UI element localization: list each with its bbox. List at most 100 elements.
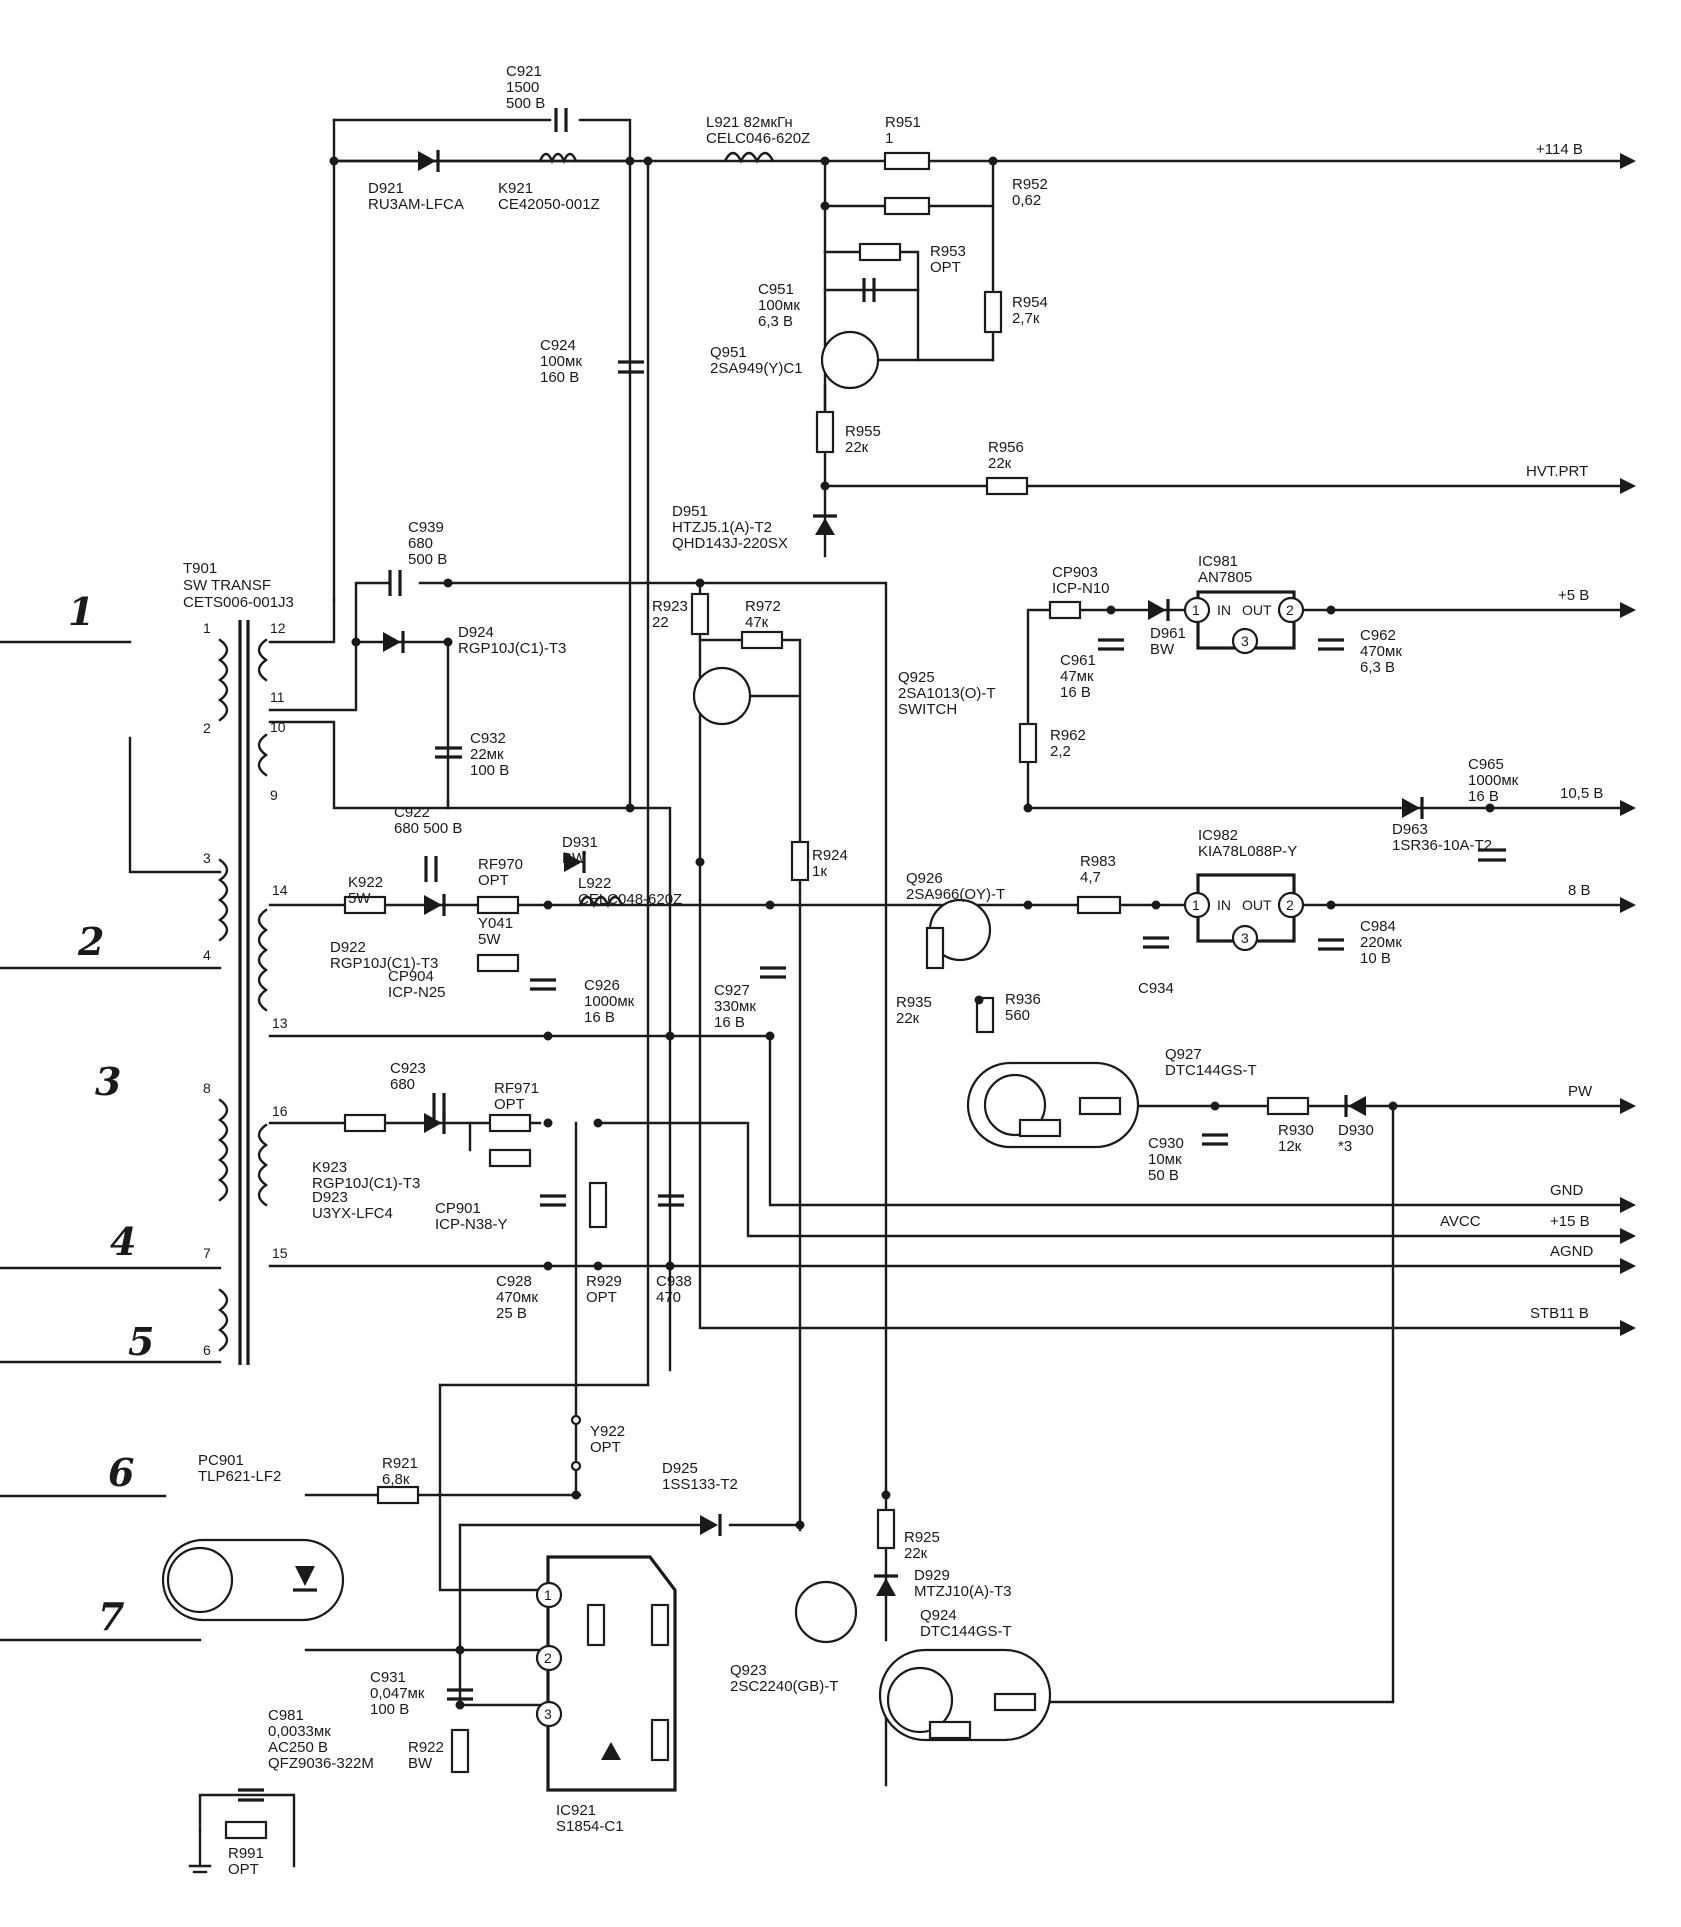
transformer-pin: 6 [203, 1342, 211, 1358]
label-r951-line: R951 [885, 114, 921, 131]
label-q951-line: 2SA949(Y)C1 [710, 360, 803, 377]
label-cp904-line: ICP-N25 [388, 984, 446, 1001]
label-d963-line: 1SR36-10A-T2 [1392, 837, 1492, 854]
net-label-15v: +15 В [1550, 1213, 1590, 1230]
net-label-stb: STB11 В [1530, 1305, 1589, 1322]
label-k921-line: CE42050-001Z [498, 196, 600, 213]
transformer-pin: 15 [272, 1245, 288, 1261]
net-label-avcc: AVCC [1440, 1213, 1481, 1230]
label-c939-line: 500 В [408, 551, 447, 568]
connector-number-1: 1 [68, 589, 94, 634]
label-r962-line: R962 [1050, 727, 1086, 744]
connector-number-3: 3 [95, 1059, 121, 1104]
label-q951-line: Q951 [710, 344, 747, 361]
label-r936-line: R936 [1005, 991, 1041, 1008]
label-c984-line: 220мк [1360, 934, 1402, 951]
ic-pins [535, 596, 1305, 1728]
connector-number-6: 6 [108, 1450, 134, 1495]
label-c921-line: 500 В [506, 95, 545, 112]
label-c926-line: 16 В [584, 1009, 615, 1026]
label-c930-line: 10мк [1148, 1151, 1182, 1168]
label-q925-line: Q925 [898, 669, 935, 686]
label-r924-line: 1к [812, 863, 827, 880]
label-r921-line: 6,8к [382, 1471, 410, 1488]
label-r954-line: 2,7к [1012, 310, 1040, 327]
label-rf970-line: OPT [478, 872, 509, 889]
label-c951-line: 6,3 В [758, 313, 793, 330]
label-c932-line: C932 [470, 730, 506, 747]
label-r923-line: 22 [652, 614, 669, 631]
label-y041-line: 5W [478, 931, 501, 948]
label-c927-line: 16 В [714, 1014, 745, 1031]
label-c930-line: C930 [1148, 1135, 1184, 1152]
label-c923-line: C923 [390, 1060, 426, 1077]
ic982-pin-3: 3 [1241, 930, 1249, 946]
label-d922-line: D922 [330, 939, 366, 956]
label-c984-line: 10 В [1360, 950, 1391, 967]
label-c939-line: 680 [408, 535, 433, 552]
transformer-part: CETS006-001J3 [183, 594, 294, 611]
label-d921-line: RU3AM-LFCA [368, 196, 464, 213]
label-c927-line: 330мк [714, 998, 756, 1015]
label-r962-line: 2,2 [1050, 743, 1071, 760]
ic981-pin-1: 1 [1192, 602, 1200, 618]
ic921-pin-1: 1 [544, 1587, 552, 1603]
label-c961-line: C961 [1060, 652, 1096, 669]
junctions [329, 156, 1495, 1710]
label-c962-line: 470мк [1360, 643, 1402, 660]
label-r925-line: R925 [904, 1529, 940, 1546]
label-k923-line: RGP10J(C1)-T3 [312, 1175, 420, 1192]
label-ic981-line: IC981 [1198, 553, 1238, 570]
transformer-t901 [217, 620, 269, 1365]
label-c922-line: 680 500 В [394, 820, 462, 837]
transformer-pin: 14 [272, 882, 288, 898]
label-c931-line: 0,047мк [370, 1685, 425, 1702]
ic921-pin-2: 2 [544, 1650, 552, 1666]
label-r956-line: R956 [988, 439, 1024, 456]
label-c981-line: AC250 В [268, 1739, 328, 1756]
label-c965-line: C965 [1468, 756, 1504, 773]
label-d924-line: RGP10J(C1)-T3 [458, 640, 566, 657]
label-k923-line: K923 [312, 1159, 347, 1176]
connector-number-4: 4 [110, 1219, 136, 1264]
label-y922-line: Y922 [590, 1423, 625, 1440]
label-d925-line: 1SS133-T2 [662, 1476, 738, 1493]
label-c981-line: C981 [268, 1707, 304, 1724]
label-c924-line: C924 [540, 337, 576, 354]
label-r925-line: 22к [904, 1545, 928, 1562]
label-c951-line: 100мк [758, 297, 800, 314]
net-labels: +114 В HVT.PRT +5 В 10,5 В 8 В PW GND AV… [1440, 141, 1603, 1322]
net-label-pw: PW [1568, 1083, 1593, 1100]
transformer-pin: 8 [203, 1080, 211, 1096]
label-r929-line: OPT [586, 1289, 617, 1306]
label-r983-line: R983 [1080, 853, 1116, 870]
label-d930: D930*3 [1338, 1122, 1374, 1155]
transformer-pin: 10 [270, 719, 286, 735]
label-d930-line: D930 [1338, 1122, 1374, 1139]
label-r929-line: R929 [586, 1273, 622, 1290]
